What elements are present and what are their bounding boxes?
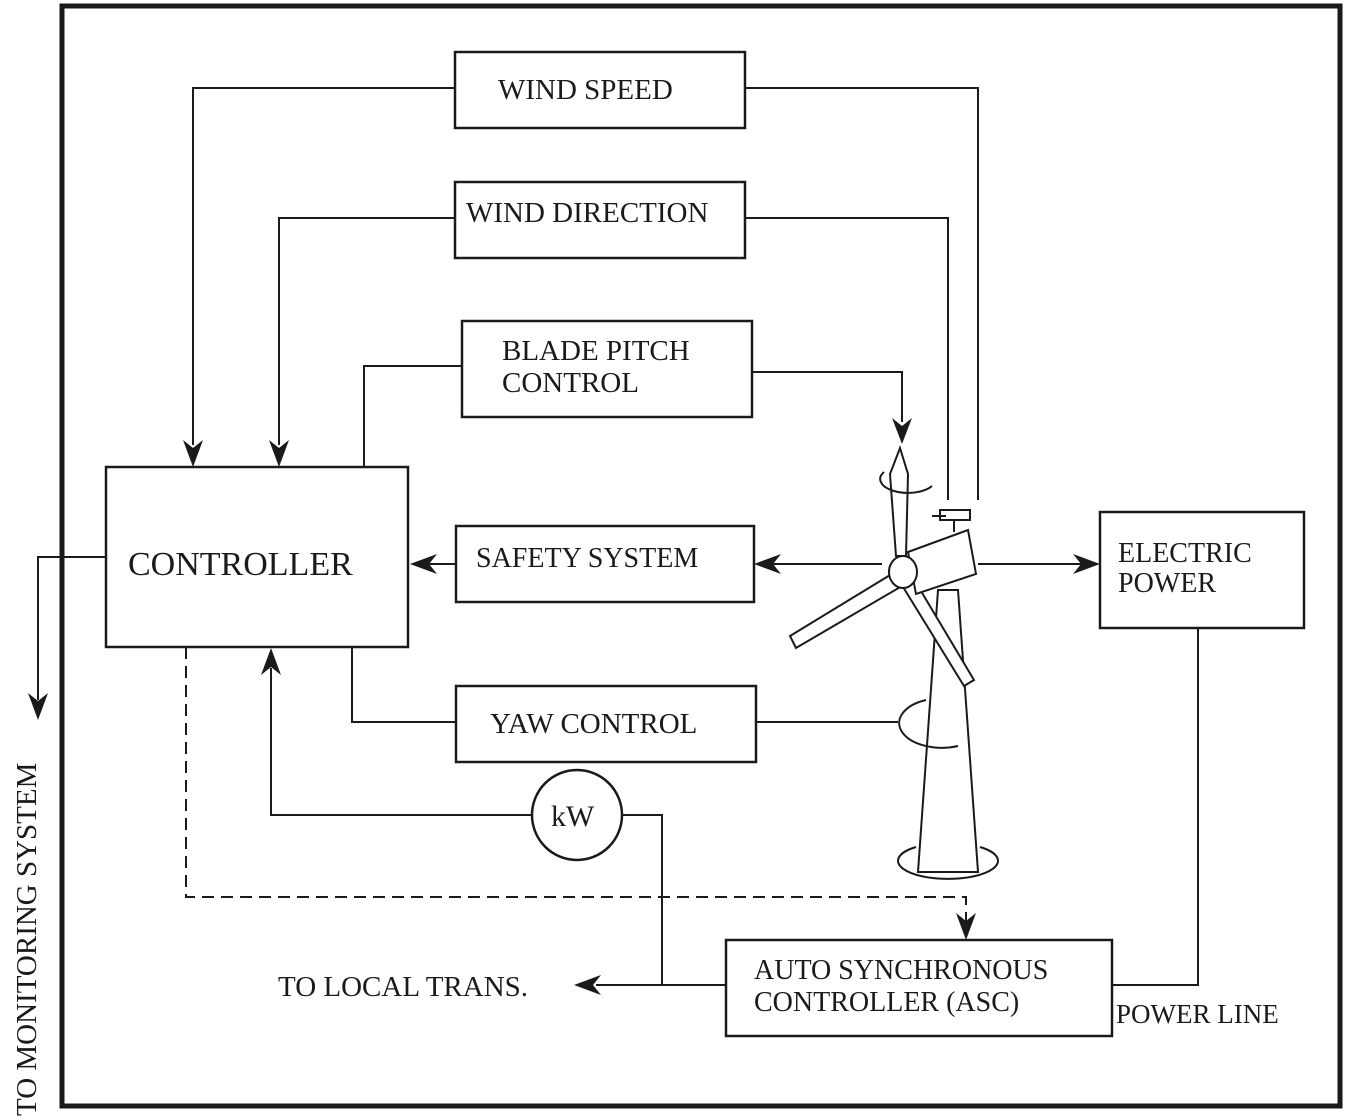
asc-label-line1: AUTO SYNCHRONOUS	[754, 955, 1048, 986]
turbine-nacelle	[906, 528, 978, 596]
controller-to-blade-pitch-line	[363, 365, 462, 467]
turbine-blade-left	[788, 570, 904, 650]
blade-pitch-arrowhead	[892, 418, 912, 444]
asc-box: AUTO SYNCHRONOUS CONTROLLER (ASC)	[724, 938, 1114, 1038]
wind-speed-label: WIND SPEED	[498, 74, 673, 106]
controller-label: CONTROLLER	[128, 546, 353, 583]
controller-to-asc-dashed-line	[185, 647, 967, 925]
wind-direction-to-controller-line	[278, 217, 455, 445]
wind-speed-arrowhead	[183, 440, 203, 467]
blade-pitch-label-line2: CONTROL	[502, 367, 639, 399]
electric-power-arrowhead	[1073, 554, 1100, 574]
wind-speed-to-controller-line	[192, 87, 455, 445]
blade-pitch-control-box: BLADE PITCH CONTROL	[460, 319, 754, 419]
power-line-label: POWER LINE	[1116, 999, 1279, 1029]
electric-power-box: ELECTRIC POWER	[1098, 510, 1306, 630]
wind-speed-to-turbine-line	[745, 87, 979, 500]
controller-to-yaw-line	[351, 647, 456, 723]
safety-system-arrowhead	[754, 554, 781, 574]
wind-direction-arrowhead	[269, 440, 289, 467]
yaw-control-box: YAW CONTROL	[454, 684, 758, 764]
asc-arrowhead	[956, 913, 976, 940]
wind-turbine-illustration	[788, 444, 999, 880]
power-line-connection	[1112, 628, 1199, 986]
blade-pitch-label-line1: BLADE PITCH	[502, 335, 690, 367]
base-rotation-symbol	[897, 846, 999, 880]
turbine-tower	[916, 589, 980, 873]
yaw-control-label: YAW CONTROL	[490, 708, 697, 740]
wind-direction-box: WIND DIRECTION	[453, 180, 747, 260]
blade-pitch-to-blade-line	[752, 371, 903, 422]
asc-label-line2: CONTROLLER (ASC)	[754, 987, 1019, 1018]
meter-to-asc-line	[622, 814, 726, 986]
monitoring-arrowhead	[28, 693, 48, 720]
electric-power-label-line1: ELECTRIC	[1118, 538, 1252, 569]
turbine-blade-upper	[888, 444, 910, 557]
electric-power-label-line2: POWER	[1118, 568, 1216, 599]
blade-pitch-rotation-symbol	[879, 471, 933, 494]
meter-arrowhead	[261, 648, 281, 675]
yaw-rotation-symbol	[898, 699, 959, 749]
to-monitoring-system-label: TO MONITORING SYSTEM	[11, 763, 43, 1116]
to-local-trans-label: TO LOCAL TRANS.	[278, 971, 528, 1003]
to-local-trans-arrowhead	[574, 975, 601, 995]
safety-system-label: SAFETY SYSTEM	[476, 543, 698, 574]
controller-box: CONTROLLER	[104, 465, 410, 649]
kw-meter-label: kW	[551, 800, 595, 833]
wind-direction-to-turbine-line	[745, 217, 949, 500]
kw-meter: kW	[530, 768, 624, 862]
safety-system-box: SAFETY SYSTEM	[454, 524, 756, 604]
wind-direction-label: WIND DIRECTION	[466, 197, 708, 229]
meter-to-controller-line	[270, 668, 532, 816]
turbine-hub	[888, 555, 918, 589]
wind-speed-box: WIND SPEED	[453, 50, 747, 130]
controller-input-arrowhead	[410, 554, 437, 574]
controller-to-monitoring-line	[37, 556, 106, 700]
